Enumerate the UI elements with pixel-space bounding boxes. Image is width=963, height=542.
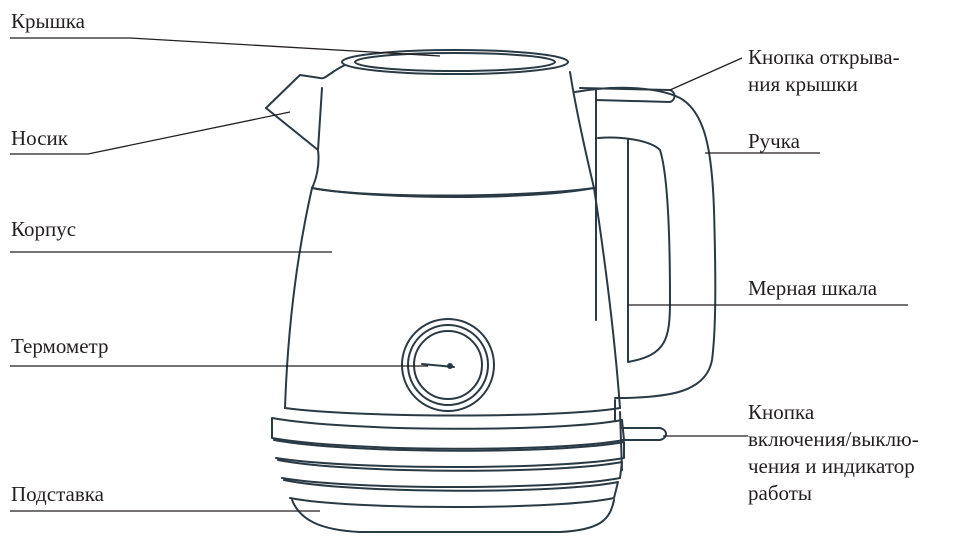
power-button	[621, 427, 667, 441]
label-lid-button-line2: ния крышки	[748, 72, 858, 96]
label-scale: Мерная шкала	[748, 276, 878, 300]
label-thermometer: Термометр	[11, 334, 109, 358]
main-body	[284, 187, 313, 409]
body-band	[311, 187, 595, 198]
label-lid-button-line1: Кнопка открыва-	[748, 45, 900, 69]
label-power-line3: чения и индикатор	[748, 454, 915, 478]
base-ring-2	[273, 439, 625, 468]
label-spout: Носик	[11, 126, 68, 150]
base-ring-4	[283, 479, 619, 508]
lid-top-inner	[354, 52, 556, 72]
thermometer-ring-mid	[407, 324, 489, 406]
lid-top	[341, 49, 569, 75]
label-power-line1: Кнопка	[748, 400, 815, 424]
handle-outline	[574, 86, 717, 399]
label-power-line2: включения/выклю-	[748, 427, 919, 451]
label-base: Подставка	[11, 482, 104, 506]
leader-lid	[10, 37, 441, 57]
label-power-line4: работы	[748, 481, 813, 505]
base-bottom	[291, 499, 615, 533]
thermometer-dial	[413, 330, 483, 400]
leader-lid-button	[669, 57, 743, 91]
label-body: Корпус	[11, 217, 77, 241]
leader-spout	[10, 111, 291, 155]
upper-body	[265, 64, 595, 197]
label-lid: Крышка	[11, 9, 85, 33]
thermometer-ring-outer	[401, 318, 495, 412]
handle-inner-outline	[597, 136, 671, 363]
label-handle: Ручка	[748, 129, 800, 153]
base-ring-1	[271, 417, 625, 450]
